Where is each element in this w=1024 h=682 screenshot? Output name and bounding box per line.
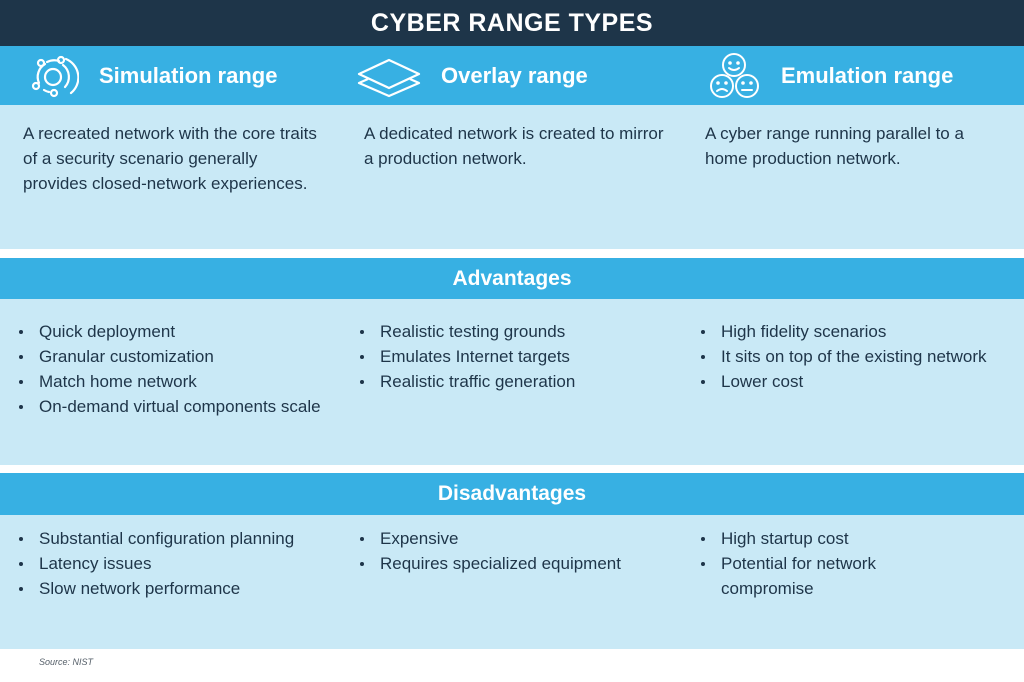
list-item: Substantial configuration planning xyxy=(17,526,297,551)
list-item: High fidelity scenarios xyxy=(699,319,999,344)
emulation-range-description: A cyber range running parallel to a home… xyxy=(705,124,964,168)
list-item: Lower cost xyxy=(699,369,999,394)
descriptions-panel: A recreated network with the core traits… xyxy=(0,105,1024,249)
faces-icon xyxy=(709,52,763,100)
list-item: Emulates Internet targets xyxy=(358,344,668,369)
overlay-advantages-list: Realistic testing grounds Emulates Inter… xyxy=(358,319,668,394)
list-item: Realistic traffic generation xyxy=(358,369,668,394)
overlay-range-header: Overlay range xyxy=(355,46,588,105)
list-item: Granular customization xyxy=(17,344,327,369)
list-item: It sits on top of the existing network xyxy=(699,344,999,369)
simulation-range-title: Simulation range xyxy=(99,62,278,88)
list-item: Latency issues xyxy=(17,551,297,576)
advantages-panel: Quick deployment Granular customization … xyxy=(0,299,1024,465)
source-note: Source: NIST xyxy=(39,657,94,667)
list-item: Realistic testing grounds xyxy=(358,319,668,344)
advantages-heading: Advantages xyxy=(452,266,572,290)
range-types-header: Simulation range Overlay range xyxy=(0,46,1024,105)
page-title-text: CYBER RANGE TYPES xyxy=(370,8,654,37)
list-item: Quick deployment xyxy=(17,319,327,344)
list-item: Slow network performance xyxy=(17,576,297,601)
simulation-range-description: A recreated network with the core traits… xyxy=(23,124,317,193)
orbit-icon xyxy=(27,53,79,99)
disadvantages-panel: Substantial configuration planning Laten… xyxy=(0,515,1024,649)
overlay-range-description: A dedicated network is created to mirror… xyxy=(364,124,664,168)
list-item: Potential for network compromise xyxy=(699,551,929,601)
advantages-header: Advantages xyxy=(0,258,1024,299)
layers-icon xyxy=(355,54,423,98)
simulation-advantages-list: Quick deployment Granular customization … xyxy=(17,319,327,419)
simulation-range-header: Simulation range xyxy=(27,46,277,105)
emulation-advantages-list: High fidelity scenarios It sits on top o… xyxy=(699,319,999,394)
simulation-disadvantages-list: Substantial configuration planning Laten… xyxy=(17,526,297,601)
list-item: Match home network xyxy=(17,369,327,394)
emulation-range-title: Emulation range xyxy=(781,62,954,88)
list-item: High startup cost xyxy=(699,526,929,551)
disadvantages-header: Disadvantages xyxy=(0,473,1024,515)
emulation-range-header: Emulation range xyxy=(709,46,953,105)
overlay-disadvantages-list: Expensive Requires specialized equipment xyxy=(358,526,668,576)
page-title: CYBER RANGE TYPES xyxy=(0,0,1024,46)
list-item: Expensive xyxy=(358,526,668,551)
list-item: Requires specialized equipment xyxy=(358,551,668,576)
list-item: On-demand virtual components scale xyxy=(17,394,327,419)
emulation-disadvantages-list: High startup cost Potential for network … xyxy=(699,526,929,601)
overlay-range-title: Overlay range xyxy=(441,62,588,88)
disadvantages-heading: Disadvantages xyxy=(437,482,587,505)
